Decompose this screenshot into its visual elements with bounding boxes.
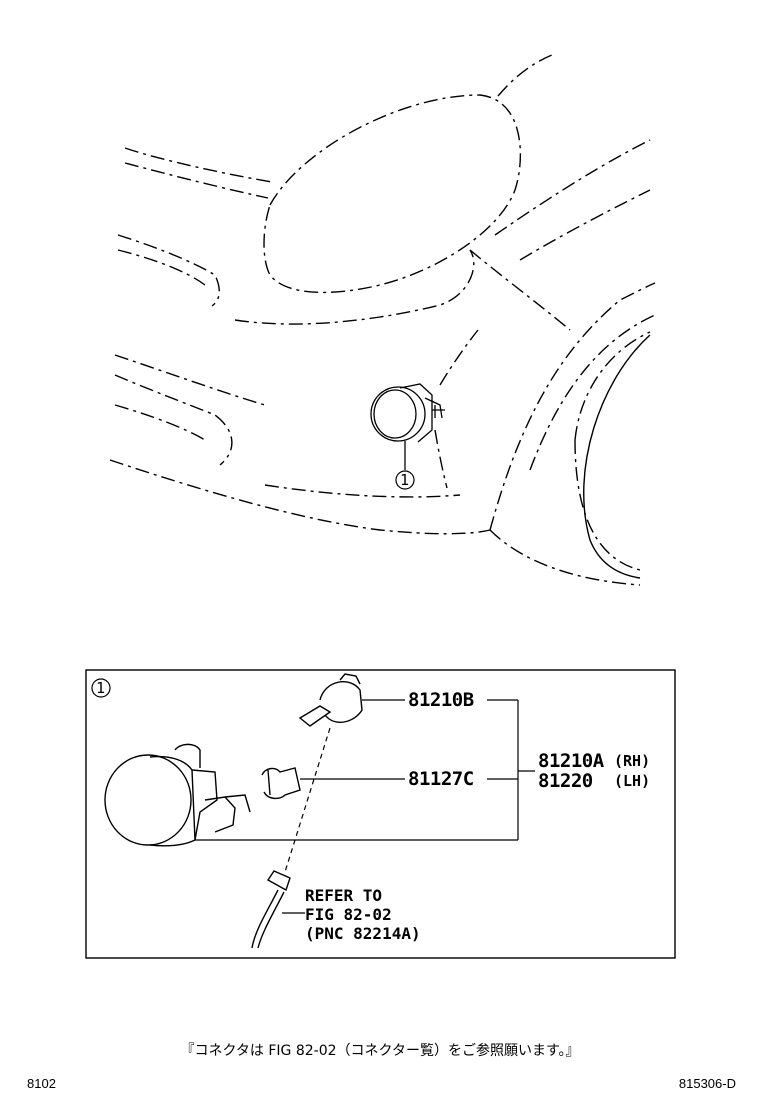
socket-drawing [261, 767, 301, 800]
fog-lamp-on-car [370, 383, 445, 470]
footer-right-code: 815306-D [678, 1076, 736, 1091]
bulb-drawing [298, 673, 363, 727]
footer-left-code: 8102 [27, 1076, 56, 1091]
refer-note[interactable]: REFER TO FIG 82-02 (PNC 82214A) [305, 886, 421, 943]
refer-line3: (PNC 82214A) [305, 924, 421, 943]
callout-marker [395, 470, 415, 490]
refer-line2: FIG 82-02 [305, 905, 392, 924]
side-rh: (RH) [614, 752, 651, 770]
refer-line1: REFER TO [305, 886, 383, 905]
detail-box-marker [91, 678, 111, 698]
part-number-assy-rh[interactable]: 81210A [538, 750, 604, 772]
wheel-arc [583, 334, 651, 579]
fog-lamp-assembly [104, 743, 251, 847]
connector-drawing [251, 870, 291, 949]
part-number-assy-lh[interactable]: 81220 [538, 770, 593, 792]
detail-box [85, 669, 676, 959]
detail-box-number: 1 [96, 679, 106, 697]
connector-note: 『コネクタは FIG 82-02（コネクター覧）をご参照願います。』 [180, 1043, 580, 1059]
side-lh: (LH) [614, 772, 651, 790]
car-outline-drawing [109, 54, 656, 586]
part-number-bulb[interactable]: 81210B [408, 689, 474, 711]
part-number-socket[interactable]: 81127C [408, 768, 474, 790]
callout-number: 1 [400, 471, 410, 489]
leader-lines [195, 699, 535, 914]
